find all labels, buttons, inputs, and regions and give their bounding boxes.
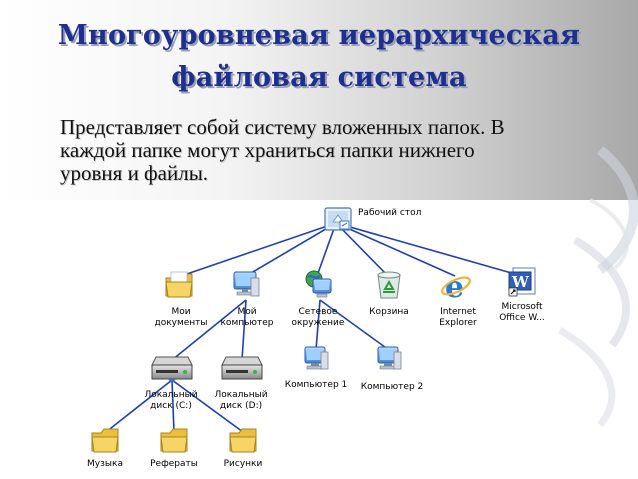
- network-label-line-2: окружение: [291, 318, 345, 328]
- description-line-3: уровня и файлы.: [60, 161, 209, 185]
- root-label: Рабочий стол: [358, 208, 422, 218]
- desktop-icon[interactable]: [324, 207, 352, 231]
- connector-network-to-pc2: [319, 299, 390, 351]
- connector-root-to-computer: [245, 222, 337, 277]
- my-computer-label-line-1: Мой: [237, 307, 257, 317]
- computer-1-icon[interactable]: [304, 346, 329, 370]
- page-title-line-1: Многоуровневая иерархическая: [57, 20, 581, 51]
- drive-c-label-line-1: Локальный: [144, 390, 198, 400]
- connector-root-to-documents: [180, 222, 337, 277]
- my-computer-icon[interactable]: [233, 271, 260, 297]
- ie-label-line-1: Internet: [440, 307, 476, 317]
- connector-root-to-word: [335, 222, 523, 277]
- computer-1-label: Компьютер 1: [284, 380, 348, 390]
- connector-drive-to-pictures: [171, 379, 244, 433]
- header-background: [0, 0, 638, 200]
- folder-pictures-label: Рисунки: [223, 459, 263, 469]
- my-documents-folder-icon[interactable]: [165, 271, 193, 298]
- drive-c-label-line-2: диск (C:): [150, 401, 192, 411]
- word-label-line-1: Microsoft: [501, 302, 543, 312]
- svg-text:W: W: [511, 273, 530, 291]
- folder-pictures-icon[interactable]: [229, 428, 257, 453]
- connector-computer-to-drive-c: [171, 299, 247, 361]
- page-title-line-2: файловая система: [171, 62, 467, 93]
- drive-d-label-line-1: Локальный: [214, 390, 268, 400]
- recycle-bin-label: Корзина: [354, 307, 424, 318]
- connector-root-to-network: [316, 222, 337, 277]
- network-places-icon[interactable]: [305, 270, 332, 298]
- computer-2-label: Компьютер 2: [360, 382, 424, 392]
- connector-root-to-recycle: [335, 222, 389, 277]
- recycle-bin-icon[interactable]: [377, 271, 401, 299]
- folder-essays-label: Рефераты: [150, 459, 198, 469]
- connector-lines: [105, 222, 523, 433]
- hard-drive-c-icon[interactable]: [151, 356, 193, 384]
- my-documents-label-line-1: Мои: [171, 307, 191, 317]
- description-line-1: Представляет собой систему вложенных пап…: [60, 115, 505, 139]
- network-label-line-1: Сетевое: [298, 307, 338, 317]
- word-label: Microsoft Office W...: [487, 302, 557, 324]
- connector-computer-to-drive-d: [241, 299, 247, 361]
- my-documents-label: Мои документы: [146, 307, 216, 329]
- my-documents-label-line-2: документы: [154, 318, 208, 328]
- connector-drive-to-essays: [171, 379, 175, 433]
- folder-music-label: Музыка: [87, 459, 123, 469]
- description-line-2: каждой папке могут храниться папки нижне…: [60, 138, 475, 162]
- folder-essays-icon[interactable]: [160, 428, 188, 453]
- my-computer-label-line-2: компьютер: [220, 318, 274, 328]
- word-shortcut-icon[interactable]: W: [508, 267, 536, 297]
- connector-drive-to-music: [105, 379, 173, 433]
- folder-music-icon[interactable]: [91, 428, 119, 453]
- connector-root-to-ie: [335, 222, 456, 277]
- description-text: Представляет собой систему вложенных пап…: [60, 116, 620, 185]
- word-label-line-2: Office W...: [499, 313, 545, 323]
- ie-label-line-2: Explorer: [439, 318, 477, 328]
- drive-d-label: Локальный диск (D:): [206, 390, 276, 412]
- recycle-bin-label-line-1: Корзина: [369, 307, 409, 317]
- network-label: Сетевое окружение: [283, 307, 353, 329]
- drive-d-label-line-2: диск (D:): [219, 401, 263, 411]
- internet-explorer-icon[interactable]: e: [440, 270, 472, 305]
- connector-network-to-pc1: [315, 299, 321, 351]
- svg-text:e: e: [445, 270, 464, 305]
- computer-2-icon[interactable]: [377, 346, 402, 370]
- my-computer-label: Мой компьютер: [212, 307, 282, 329]
- drive-c-label: Локальный диск (C:): [136, 390, 206, 412]
- ie-label: Internet Explorer: [423, 307, 493, 329]
- hard-drive-d-icon[interactable]: [221, 356, 263, 380]
